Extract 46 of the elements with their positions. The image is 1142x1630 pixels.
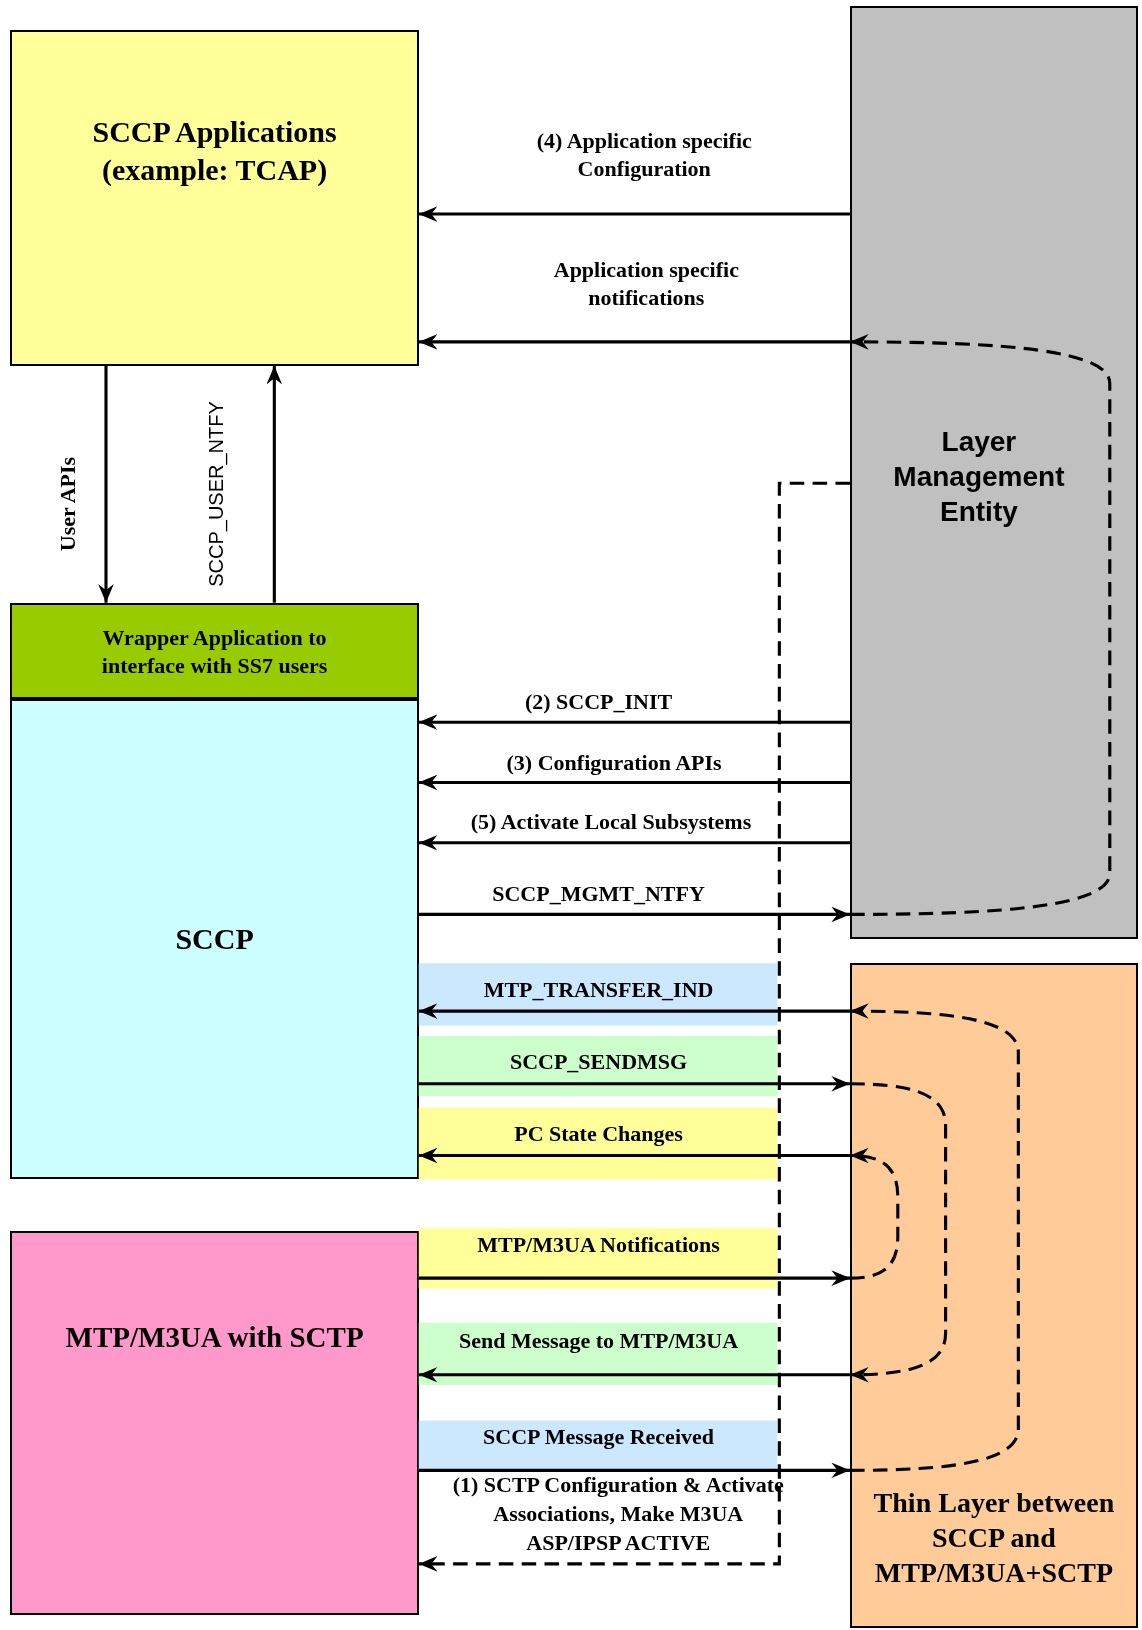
dashed-arrow [850,1082,948,1383]
arrow [418,1366,850,1383]
edge-label: SCCP_USER_NTFY [204,400,229,587]
arrow [418,1003,850,1019]
arrow [418,206,850,222]
application-box [10,30,419,366]
edge-label: (1) SCTP Configuration & Activate Associations, Make M3UA ASP/IPSP ACTIVE [451,1471,785,1557]
edge-label: Send Message to MTP/M3UA [458,1326,739,1355]
dashed-arrow [418,481,850,1572]
node-label: SCCP Applications (example: TCAP) [91,114,338,188]
edge-label: PC State Changes [514,1120,683,1149]
edge-label: User APIs [53,456,81,552]
arrow [418,774,850,791]
arrow [418,334,850,350]
edge-label: SCCP Message Received [483,1422,714,1451]
edge-label: MTP_TRANSFER_IND [483,975,714,1004]
arrow [418,1270,850,1286]
arrow [418,906,850,923]
arrow [418,1147,850,1164]
node-label: Layer Management Entity [892,424,1066,529]
transport-box [10,1231,419,1615]
dashed-arrow [850,1003,1020,1472]
dashed-arrow [849,1148,900,1280]
arrow [418,1076,850,1092]
layer-box [850,963,1138,1629]
edge-label: (4) Application specific Configuration [535,126,753,184]
edge-label: (2) SCCP_INIT [524,687,673,716]
dashed-arrow [850,334,1112,916]
management-box [850,6,1138,940]
node-label: Wrapper Application to interface with SS7 users [100,623,329,679]
node-label: SCCP [174,921,255,958]
arrow [418,834,850,851]
arrow [418,1462,850,1479]
protocol-box [10,699,419,1180]
arrow [266,365,283,603]
wrapper-box [10,602,419,700]
edge-label: Application specific notifications [552,255,740,313]
edge-label: (5) Activate Local Subsystems [470,808,752,837]
node-label: MTP/M3UA with SCTP [64,1319,365,1355]
arrow [418,714,850,730]
edge-label: SCCP_SENDMSG [509,1048,688,1077]
arrow [98,365,114,603]
edge-label: (3) Configuration APIs [506,749,722,778]
node-label: Thin Layer between SCCP and MTP/M3UA+SCTP [872,1485,1116,1590]
edge-label: SCCP_MGMT_NTFY [492,880,705,909]
edge-label: MTP/M3UA Notifications [477,1231,720,1260]
